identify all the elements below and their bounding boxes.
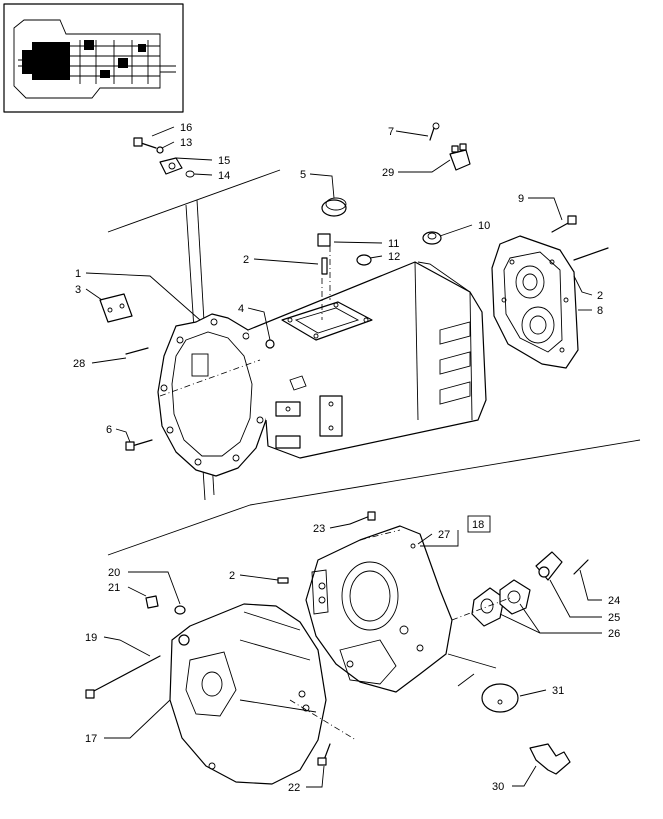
callout-22: 22 bbox=[288, 782, 300, 794]
callout-20: 20 bbox=[108, 567, 120, 579]
thumbnail-inset bbox=[3, 3, 184, 113]
callout-2-right: 2 bbox=[597, 290, 603, 302]
callout-labels: 16 13 15 14 7 29 5 9 10 11 12 2 1 3 2 8 … bbox=[73, 122, 620, 794]
front-housing bbox=[169, 603, 327, 785]
callout-12: 12 bbox=[388, 251, 400, 263]
callout-30: 30 bbox=[492, 781, 504, 793]
callout-27: 27 bbox=[438, 529, 450, 541]
callout-23: 23 bbox=[313, 523, 325, 535]
callout-11: 11 bbox=[388, 238, 399, 250]
rear-cover-plate bbox=[491, 235, 609, 369]
callout-3: 3 bbox=[75, 284, 81, 296]
callout-2-lower: 2 bbox=[229, 570, 235, 582]
boxed-ref-18: 18 bbox=[472, 519, 484, 531]
callout-19: 19 bbox=[85, 632, 97, 644]
callout-5: 5 bbox=[300, 169, 306, 181]
callout-25: 25 bbox=[608, 612, 620, 624]
leader-lines bbox=[85, 126, 602, 788]
clutch-housing bbox=[305, 525, 453, 693]
callout-29: 29 bbox=[382, 167, 394, 179]
callout-28: 28 bbox=[73, 358, 85, 370]
callout-8: 8 bbox=[597, 305, 603, 317]
callout-2-top: 2 bbox=[243, 254, 249, 266]
callout-10: 10 bbox=[478, 220, 490, 232]
callout-24: 24 bbox=[608, 595, 620, 607]
callout-26: 26 bbox=[608, 628, 620, 640]
transmission-housing bbox=[157, 261, 487, 477]
callout-9: 9 bbox=[518, 193, 524, 205]
callout-31: 31 bbox=[552, 685, 564, 697]
callout-7: 7 bbox=[388, 126, 394, 138]
small-parts bbox=[85, 122, 589, 775]
callout-16: 16 bbox=[180, 122, 192, 134]
callout-21: 21 bbox=[108, 582, 120, 594]
assembly-axes bbox=[159, 246, 511, 741]
callout-4: 4 bbox=[238, 303, 244, 315]
boxed-ref-frame bbox=[467, 515, 491, 533]
callout-6: 6 bbox=[106, 424, 112, 436]
callout-1: 1 bbox=[75, 268, 81, 280]
callout-13: 13 bbox=[180, 137, 192, 149]
callout-15: 15 bbox=[218, 155, 230, 167]
callout-14: 14 bbox=[218, 170, 230, 182]
callout-17: 17 bbox=[85, 733, 97, 745]
